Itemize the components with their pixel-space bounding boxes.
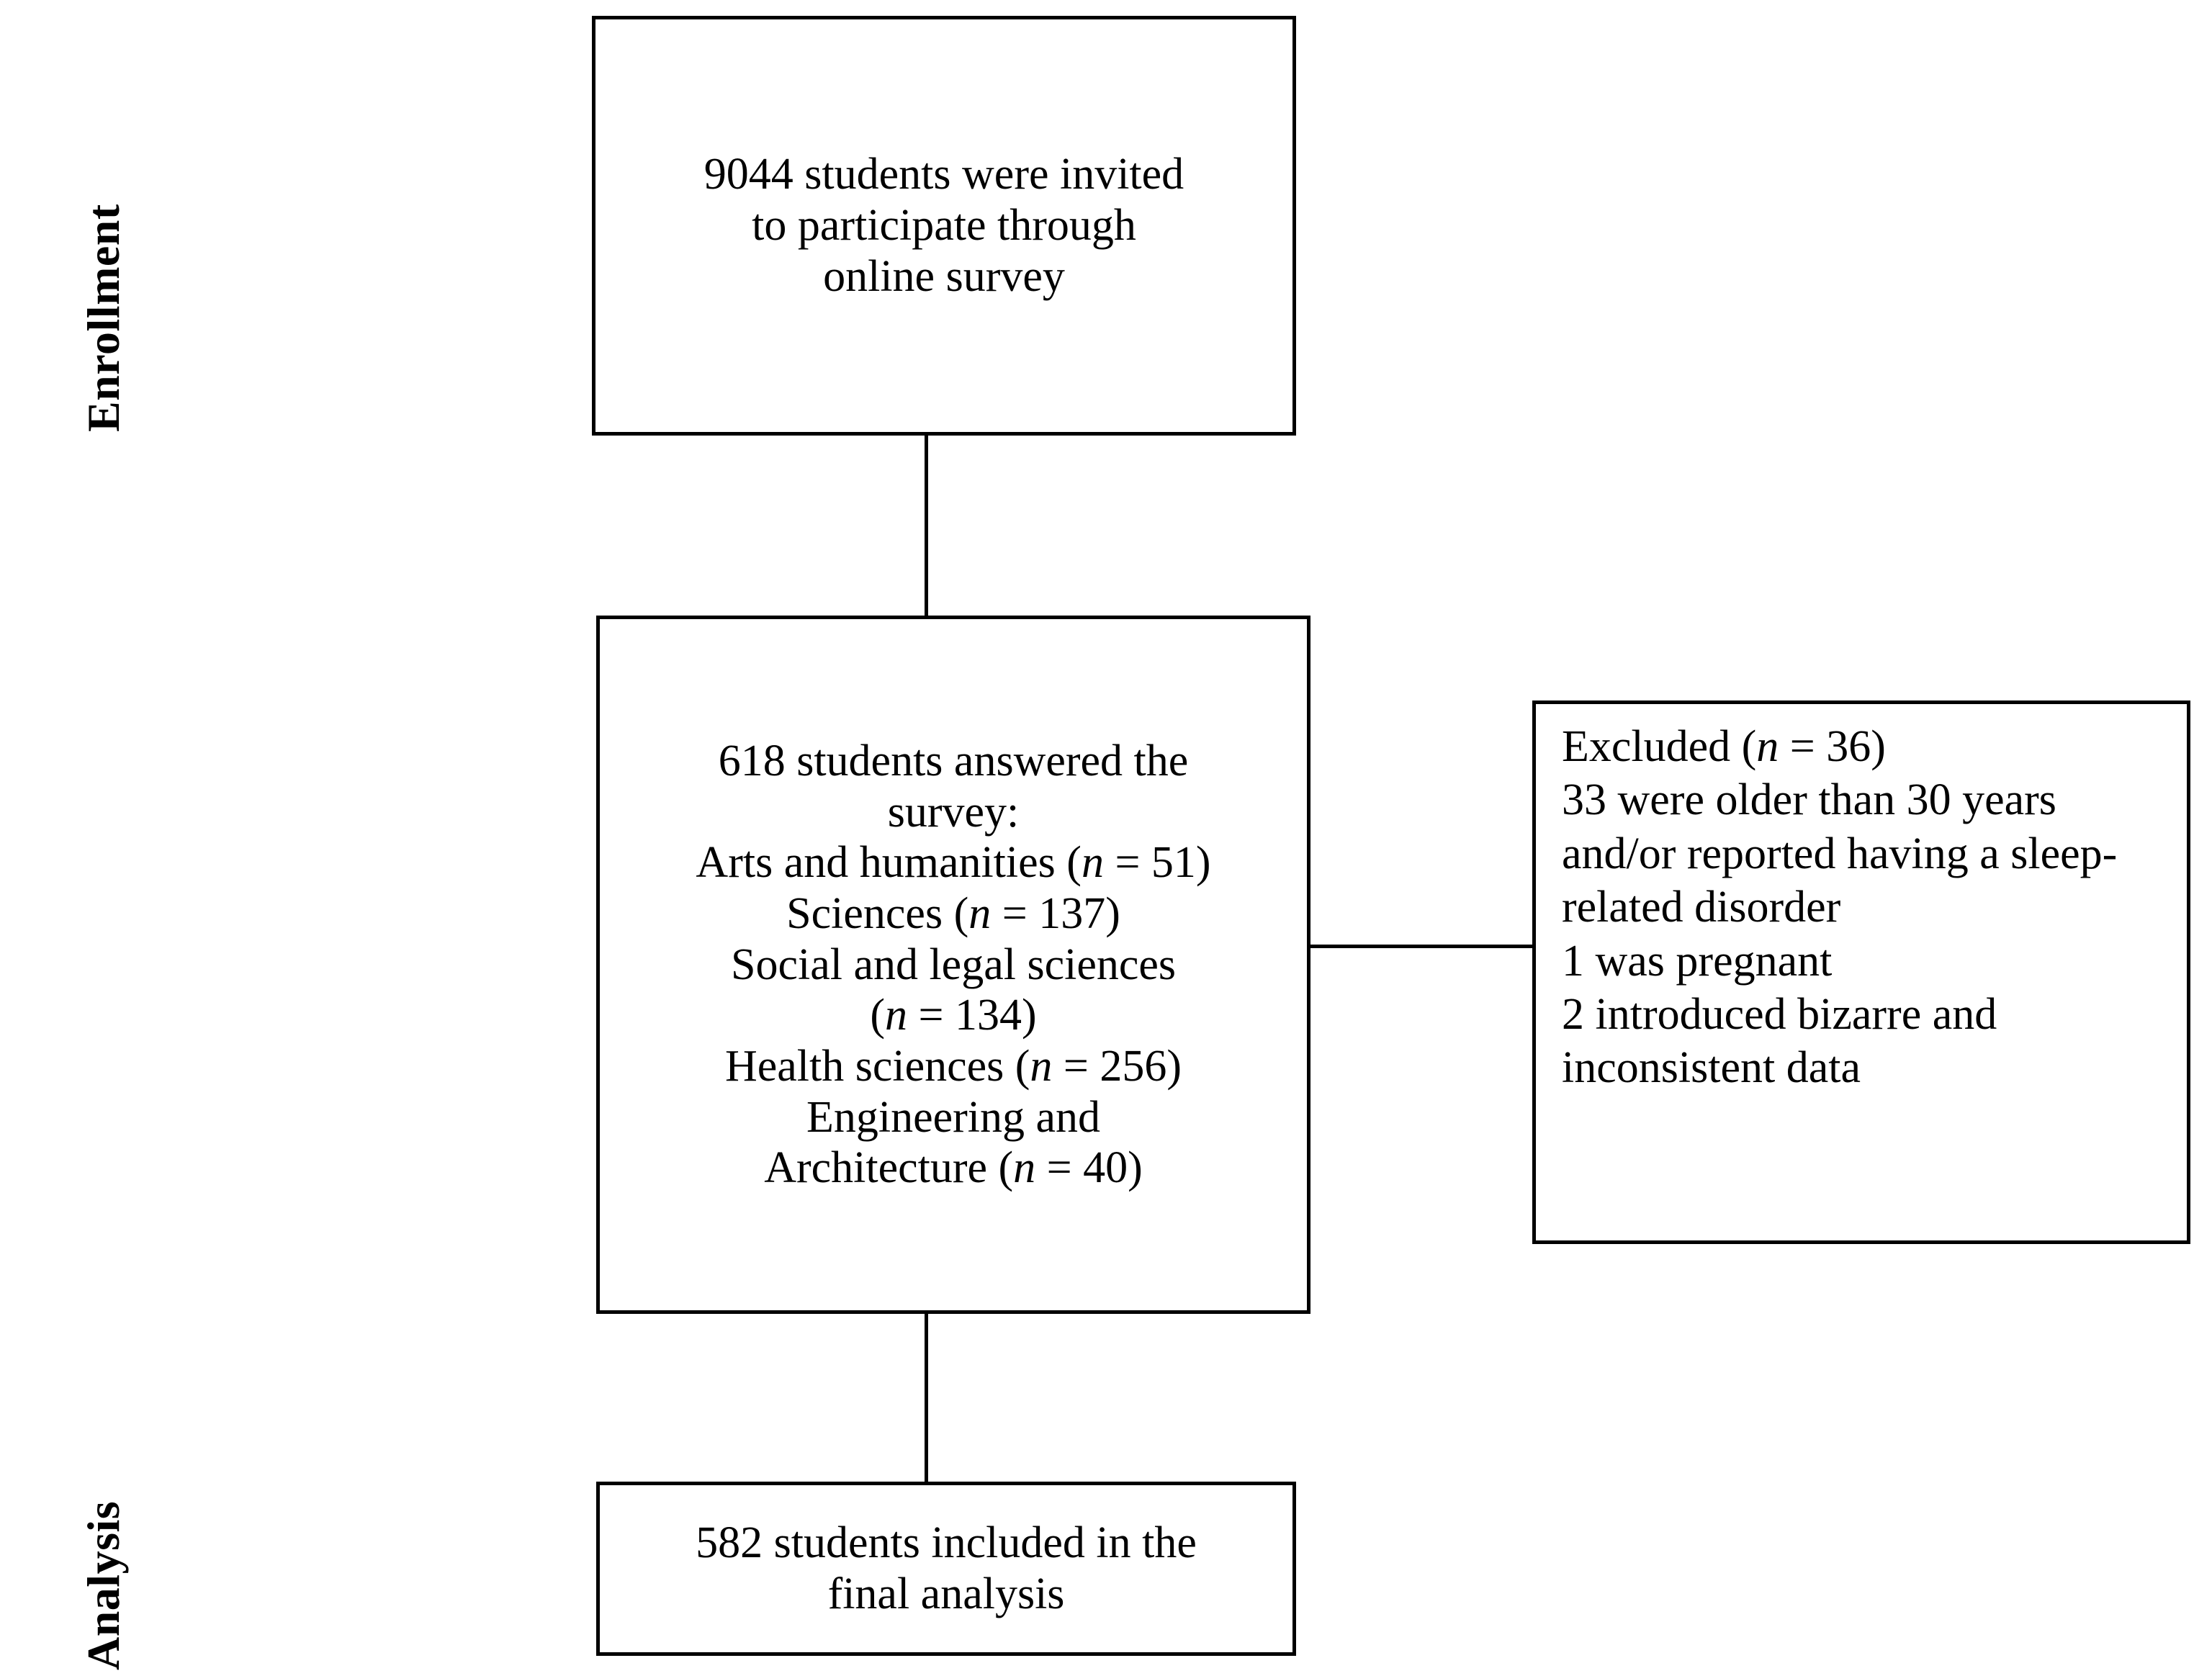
breakdown-social-legal-sciences-label: Social and legal sciences — [730, 940, 1177, 989]
breakdown-engineering-n-value: 40 — [1083, 1143, 1128, 1193]
stage-label-enrollment: Enrollment — [78, 204, 129, 432]
breakdown-sciences: Sciences (n = 137) — [786, 888, 1120, 938]
included-line-2: final analysis — [827, 1569, 1065, 1618]
breakdown-arts-humanities: Arts and humanities (n = 51) — [696, 838, 1211, 888]
breakdown-arts-humanities-n: 51 — [1151, 838, 1196, 888]
connector-answered-to-included — [925, 1312, 928, 1483]
breakdown-engineering-architecture-label: Engineering and — [806, 1092, 1101, 1142]
invited-box: 9044 students were invited to participat… — [592, 16, 1296, 436]
connector-invited-to-answered — [925, 434, 928, 617]
excluded-reason-1: 33 were older than 30 years and/or repor… — [1562, 775, 2118, 932]
breakdown-social-legal-n-value: 134 — [954, 991, 1022, 1040]
breakdown-sciences-n: 137 — [1038, 888, 1106, 938]
excluded-heading: Excluded (n = 36) — [1562, 722, 1886, 771]
excluded-reason-2: 1 was pregnant — [1562, 936, 1833, 986]
stage-label-analysis: Analysis — [78, 1500, 129, 1670]
excluded-reason-3: 2 introduced bizarre and inconsistent da… — [1562, 989, 1997, 1093]
included-box: 582 students included in the final analy… — [596, 1482, 1296, 1656]
breakdown-health-sciences: Health sciences (n = 256) — [724, 1042, 1182, 1091]
excluded-heading-n: 36 — [1826, 722, 1871, 771]
excluded-box-text: Excluded (n = 36) 33 were older than 30 … — [1536, 704, 2187, 1095]
answered-line-2: survey: — [887, 787, 1020, 837]
breakdown-social-legal-sciences-n: (n = 134) — [870, 991, 1037, 1040]
invited-box-text: 9044 students were invited to participat… — [595, 149, 1292, 302]
connector-answered-to-excluded — [1309, 945, 1534, 948]
breakdown-health-sciences-n: 256 — [1100, 1042, 1167, 1091]
excluded-box: Excluded (n = 36) 33 were older than 30 … — [1532, 700, 2190, 1244]
invited-line-2: to participate through — [752, 201, 1136, 251]
answered-box-text: 618 students answered the survey: Arts a… — [600, 736, 1307, 1194]
breakdown-engineering-architecture-n: Architecture (n = 40) — [764, 1143, 1143, 1193]
invited-line-1: 9044 students were invited — [703, 150, 1184, 199]
answered-box: 618 students answered the survey: Arts a… — [596, 616, 1310, 1314]
answered-line-1: 618 students answered the — [718, 736, 1189, 785]
invited-line-3: online survey — [823, 251, 1065, 301]
included-line-1: 582 students included in the — [696, 1518, 1197, 1568]
included-box-text: 582 students included in the final analy… — [600, 1518, 1292, 1619]
